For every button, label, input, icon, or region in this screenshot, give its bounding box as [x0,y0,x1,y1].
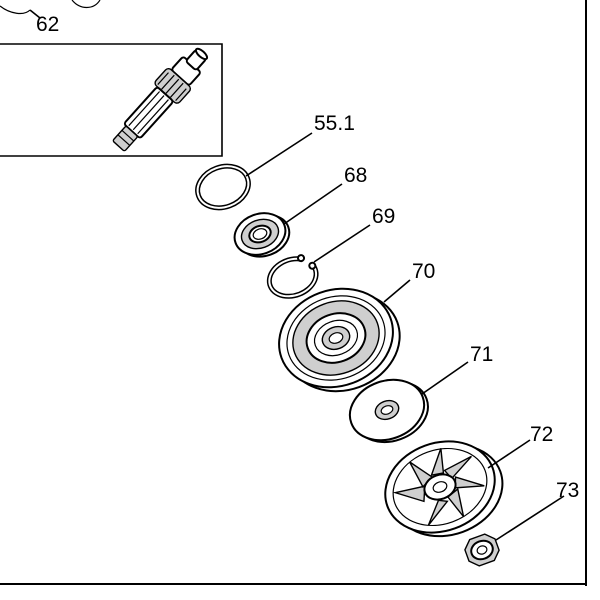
leader-68 [283,183,343,225]
callout-73: 73 [556,479,579,502]
armature-shaft [112,47,209,152]
callout-55-1: 55.1 [314,112,355,135]
leader-62 [29,9,41,19]
leader-69 [313,224,371,263]
part-71-washer [348,378,429,443]
part-62-fragment [0,0,101,15]
callout-labels: 62 55.1 68 69 70 71 72 73 [36,13,579,502]
leader-73 [495,495,565,541]
callout-68: 68 [344,164,367,187]
leader-72 [487,439,531,469]
callout-62: 62 [36,13,59,36]
leader-lines [29,9,565,541]
part-69-circlip [266,254,319,299]
leader-70 [383,279,411,303]
callout-70: 70 [412,260,435,283]
part-73-nut [464,533,500,567]
part-72-fan [384,440,504,538]
part-55-1-o-ring [195,163,251,211]
callout-69: 69 [372,205,395,228]
callout-71: 71 [470,343,493,366]
leader-55-1 [245,132,313,177]
leader-71 [421,361,469,395]
callout-72: 72 [530,423,553,446]
part-68-ball-bearing [233,212,291,258]
part-70-bearing-plate [278,287,401,393]
armature-inset-box [0,43,223,157]
diagram-frame [0,0,587,586]
